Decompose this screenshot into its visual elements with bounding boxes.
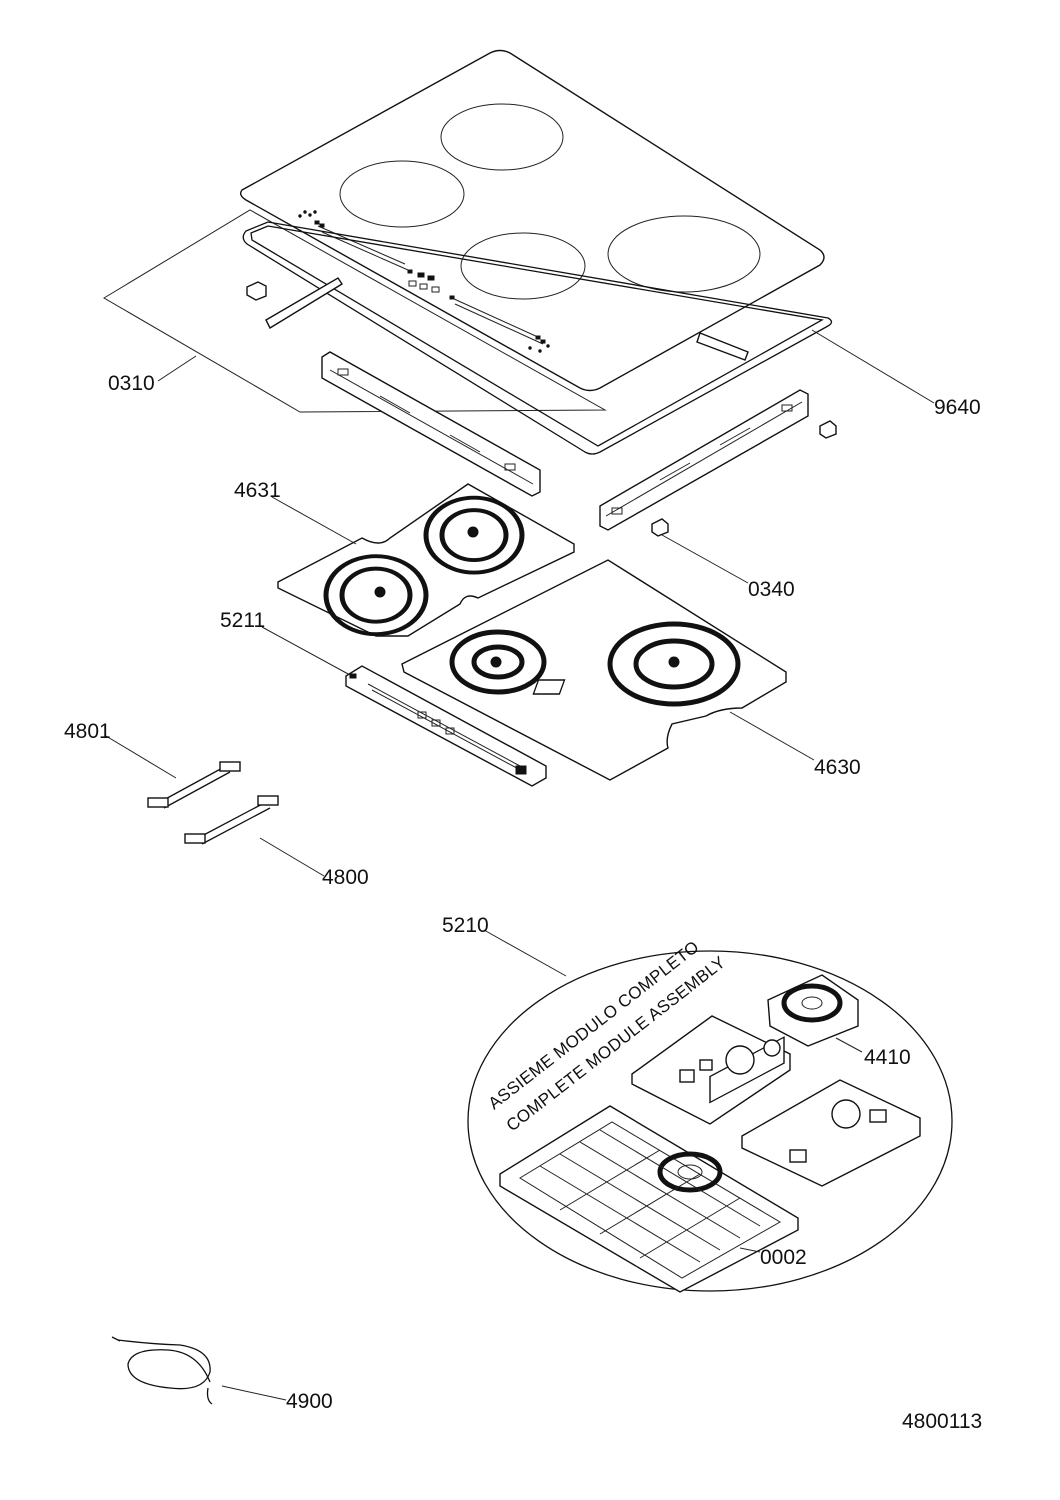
part-label-4630: 4630 <box>814 756 861 779</box>
flat-cable-4801 <box>147 761 241 809</box>
part-label-4410: 4410 <box>864 1046 911 1069</box>
part-label-4801: 4801 <box>64 720 111 743</box>
induction-coil-plate-4630 <box>401 559 787 781</box>
part-label-4631: 4631 <box>234 479 281 502</box>
cooking-zone-front-center <box>460 232 586 300</box>
part-label-4800: 4800 <box>322 866 369 889</box>
part-label-4900: 4900 <box>286 1390 333 1413</box>
side-rail-right <box>599 389 809 531</box>
cooking-zone-right <box>607 215 761 293</box>
glass-top-part <box>103 49 825 413</box>
clip-right <box>819 420 837 439</box>
clip-0340 <box>651 518 669 537</box>
part-label-5210: 5210 <box>442 914 489 937</box>
part-label-0310: 0310 <box>108 372 155 395</box>
flat-cable-4800 <box>184 795 279 845</box>
part-label-0002: 0002 <box>760 1246 807 1269</box>
side-rail-left <box>321 351 541 497</box>
leader-lines <box>105 329 935 1401</box>
part-label-0340: 0340 <box>748 578 795 601</box>
clip-left <box>246 281 267 301</box>
control-board-5211 <box>345 665 547 787</box>
fan-4410 <box>767 974 859 1047</box>
power-cord-4900 <box>111 1336 213 1405</box>
complete-module-assembly-5210 <box>467 950 953 1293</box>
drawing-number: 4800113 <box>902 1410 982 1433</box>
power-board-upper <box>631 1015 791 1125</box>
seal-frame-part <box>242 221 833 455</box>
induction-coil-plate-4631 <box>277 483 575 637</box>
cooking-zone-front-left <box>339 160 465 228</box>
power-board-lower <box>741 1079 921 1187</box>
part-label-9640: 9640 <box>934 396 981 419</box>
touch-controls <box>298 210 550 353</box>
part-label-5211: 5211 <box>220 609 265 632</box>
cooking-zone-rear-left <box>440 103 564 171</box>
base-tray-0002 <box>499 1105 799 1293</box>
